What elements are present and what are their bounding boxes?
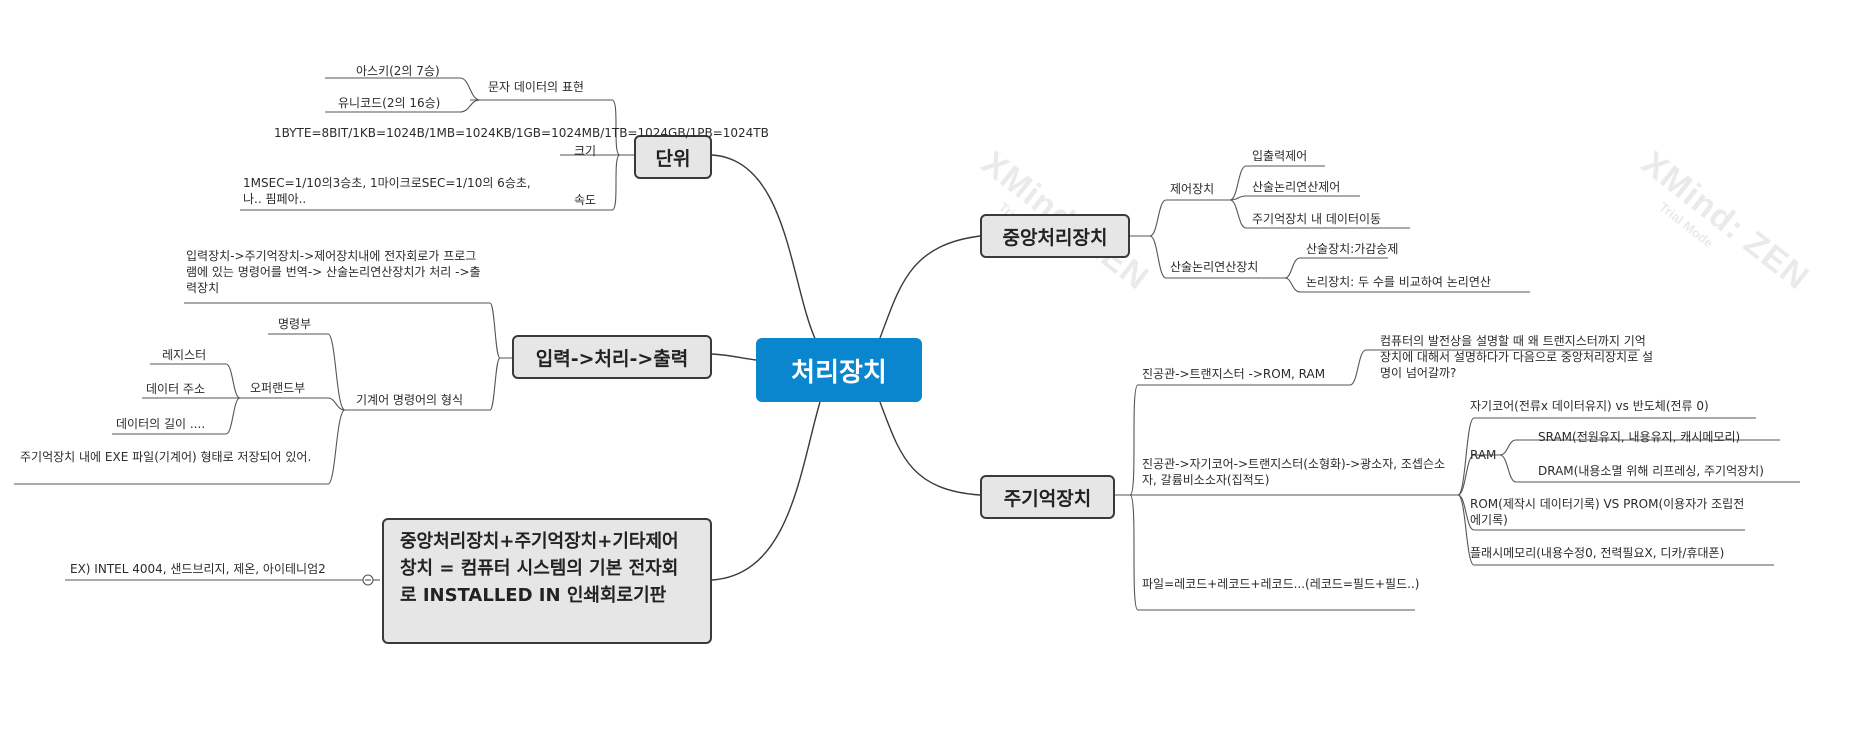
- subtopic-io-flow[interactable]: 입력장치->주기억장치->제어장치내에 전자회로가 프로그램에 있는 명령어를 …: [186, 249, 481, 295]
- subtopic-data-address[interactable]: 데이터 주소: [146, 382, 206, 396]
- subtopic-file[interactable]: 파일=레코드+레코드+레코드...(레코드=필드+필드..): [1142, 577, 1420, 591]
- subtopic-operand[interactable]: 오퍼랜드부: [250, 381, 306, 395]
- subtopic-sram[interactable]: SRAM(전원유지, 내용유지, 캐시메모리): [1538, 430, 1741, 444]
- subtopic-alu-control[interactable]: 산술논리연산제어: [1252, 180, 1341, 194]
- subtopic-mem-move[interactable]: 주기억장치 내 데이터이동: [1252, 212, 1382, 226]
- subtopic-size[interactable]: 크기: [574, 144, 597, 158]
- subtopic-size-detail[interactable]: 1BYTE=8BIT/1KB=1024B/1MB=1024KB/1GB=1024…: [274, 126, 769, 140]
- subtopic-arith[interactable]: 산술장치:가감승제: [1306, 242, 1399, 256]
- subtopic-speed[interactable]: 속도: [574, 193, 597, 207]
- subtopic-dram[interactable]: DRAM(내용소멸 위해 리프레싱, 주기억장치): [1538, 464, 1764, 478]
- subtopic-io-control[interactable]: 입출력제어: [1252, 149, 1308, 163]
- subtopic-flash[interactable]: 플래시메모리(내용수정0, 전력필요X, 디카/휴대폰): [1470, 546, 1725, 560]
- topic-memory[interactable]: 주기억장치: [980, 475, 1115, 519]
- topic-system[interactable]: 중앙처리장치+주기억장치+기타제어창치 = 컴퓨터 시스템의 기본 전자회로 I…: [382, 518, 712, 644]
- subtopic-ascii[interactable]: 아스키(2의 7승): [356, 64, 440, 78]
- subtopic-control[interactable]: 제어장치: [1170, 182, 1215, 196]
- subtopic-alu[interactable]: 산술논리연산장치: [1170, 260, 1259, 274]
- subtopic-data-length[interactable]: 데이터의 길이 ....: [116, 417, 206, 431]
- subtopic-opcode[interactable]: 명령부: [278, 317, 312, 331]
- subtopic-register[interactable]: 레지스터: [162, 348, 207, 362]
- subtopic-core[interactable]: 자기코어(전류x 데이터유지) vs 반도체(전류 0): [1470, 399, 1709, 413]
- subtopic-rom[interactable]: ROM(제작시 데이터기록) VS PROM(이용자가 조립전에기록): [1470, 497, 1745, 527]
- subtopic-example[interactable]: EX) INTEL 4004, 샌드브리지, 제온, 아이테니엄2: [70, 562, 326, 576]
- topic-unit[interactable]: 단위: [634, 135, 712, 179]
- subtopic-speed-detail[interactable]: 1MSEC=1/10의3승초, 1마이크로SEC=1/10의 6승초, 나.. …: [243, 176, 531, 206]
- subtopic-question[interactable]: 컴퓨터의 발전상을 설명할 때 왜 트랜지스터까지 기억장치에 대해서 설명하다…: [1380, 334, 1653, 380]
- root-topic[interactable]: 처리장치: [756, 338, 922, 402]
- subtopic-tube[interactable]: 진공관->트랜지스터 ->ROM, RAM: [1142, 367, 1326, 381]
- topic-cpu[interactable]: 중앙처리장치: [980, 214, 1130, 258]
- subtopic-exe-note[interactable]: 주기억장치 내에 EXE 파일(기계어) 형태로 저장되어 있어.: [20, 450, 312, 464]
- subtopic-ram[interactable]: RAM: [1470, 448, 1497, 462]
- subtopic-evolution[interactable]: 진공관->자기코어->트랜지스터(소형화)->광소자, 조셉슨소자, 갈륨비소소…: [1142, 457, 1446, 487]
- topic-io[interactable]: 입력->처리->출력: [512, 335, 712, 379]
- subtopic-char-repr[interactable]: 문자 데이터의 표현: [488, 80, 584, 94]
- subtopic-instr-format[interactable]: 기계어 명령어의 형식: [356, 393, 463, 407]
- subtopic-unicode[interactable]: 유니코드(2의 16승): [338, 96, 441, 110]
- subtopic-logic[interactable]: 논리장치: 두 수를 비교하여 논리연산: [1306, 275, 1491, 289]
